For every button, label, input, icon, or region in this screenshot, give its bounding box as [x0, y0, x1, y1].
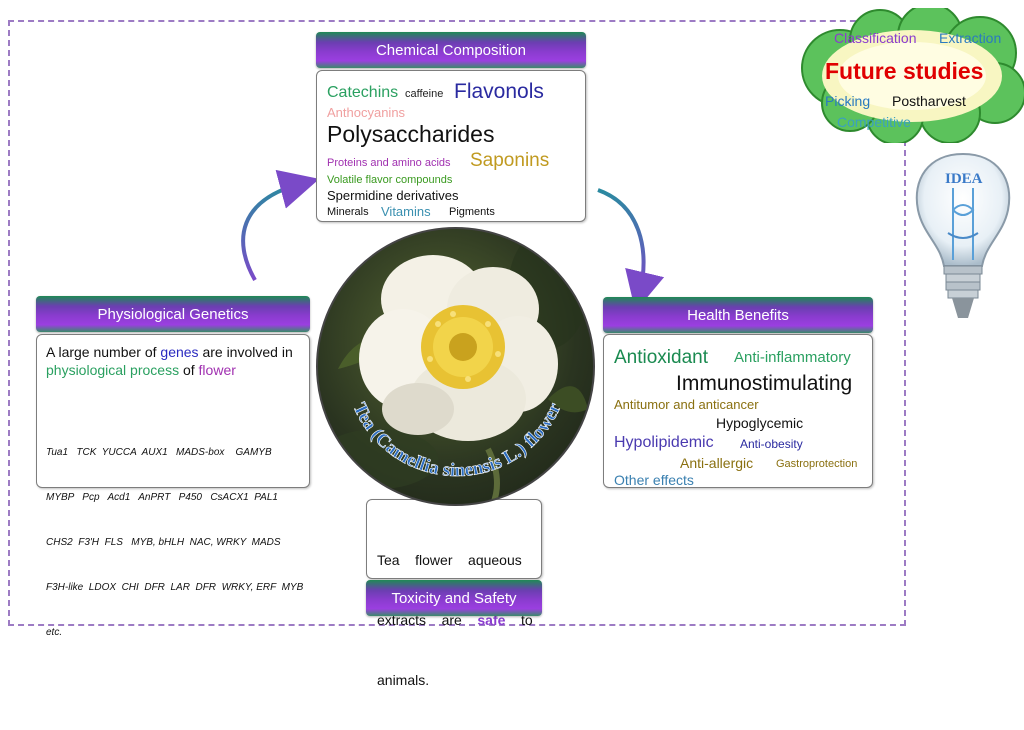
flower-illustration — [318, 229, 588, 504]
word-antioxidant: Antioxidant — [614, 347, 709, 368]
word-caffeine: caffeine — [405, 88, 444, 100]
gene-list: Tua1 TCK YUCCA AUX1 MADS-box GAMYB MYBP … — [46, 447, 304, 638]
physiological-genetics-header: Physiological Genetics — [36, 296, 310, 332]
future-extraction: Extraction — [939, 30, 1002, 46]
future-classification: Classification — [834, 30, 917, 46]
toxicity-safety-box: Tea flower aqueous extracts are safe to … — [366, 499, 542, 688]
stamens — [421, 305, 505, 389]
word-vitamins: Vitamins — [381, 204, 431, 219]
word-hypoglycemic: Hypoglycemic — [716, 415, 804, 431]
future-competitive: Competitive — [837, 114, 911, 130]
flower-label-curve: Tea (Camellia sinensis L.) flower — [348, 399, 566, 482]
word-catechins: Catechins — [327, 84, 399, 101]
toxicity-safety-header: Toxicity and Safety — [366, 580, 542, 616]
toxicity-text: Tea flower aqueous extracts are safe to … — [377, 552, 533, 688]
word-antiallergic: Anti-allergic — [680, 455, 754, 471]
word-antiinflammatory: Anti-inflammatory — [734, 349, 851, 366]
word-minerals: Minerals — [327, 206, 369, 218]
future-postharvest: Postharvest — [892, 93, 966, 109]
center-label: Tea (Camellia sinensis L.) flower — [348, 399, 566, 482]
word-immunostimulating: Immunostimulating — [676, 372, 853, 395]
word-anthocyanins: Anthocyanins — [327, 105, 406, 120]
word-flavonols: Flavonols — [454, 80, 544, 103]
word-spermidine: Spermidine derivatives — [327, 188, 459, 203]
future-studies-cloud: Classification Extraction Future studies… — [800, 8, 1024, 143]
health-benefits-box: Antioxidant Anti-inflammatory Immunostim… — [603, 334, 873, 488]
word-polysaccharides: Polysaccharides — [327, 121, 495, 147]
idea-lightbulb: IDEA — [908, 148, 1018, 330]
idea-label: IDEA — [945, 171, 983, 187]
arrow-right — [597, 188, 665, 312]
genetics-description: A large number of genes are involved in … — [46, 344, 293, 378]
tea-flower-image: Tea (Camellia sinensis L.) flower — [316, 227, 595, 506]
future-title: Future studies — [825, 58, 984, 84]
arrow-left — [241, 169, 320, 281]
chemical-composition-box: Catechins caffeine Flavonols Anthocyanin… — [316, 70, 586, 222]
word-saponins: Saponins — [470, 150, 550, 171]
word-antitumor: Antitumor and anticancer — [614, 397, 759, 412]
word-pigments: Pigments — [449, 206, 495, 218]
connector-arrows — [241, 169, 665, 312]
chemical-composition-header: Chemical Composition — [316, 32, 586, 68]
word-proteins: Proteins and amino acids — [327, 157, 451, 169]
word-volatile: Volatile flavor compounds — [327, 174, 453, 186]
word-hypolipidemic: Hypolipidemic — [614, 434, 714, 451]
dashed-frame — [8, 20, 906, 626]
health-benefits-header: Health Benefits — [603, 297, 873, 333]
physiological-genetics-box: A large number of genes are involved in … — [36, 334, 310, 638]
word-other-effects: Other effects — [614, 472, 694, 488]
word-gastroprotection: Gastroprotection — [776, 458, 858, 470]
word-antiobesity: Anti-obesity — [740, 437, 803, 451]
future-picking: Picking — [825, 93, 871, 109]
svg-text:Tea (Camellia sinensis L.) flo: Tea (Camellia sinensis L.) flower — [349, 399, 566, 481]
